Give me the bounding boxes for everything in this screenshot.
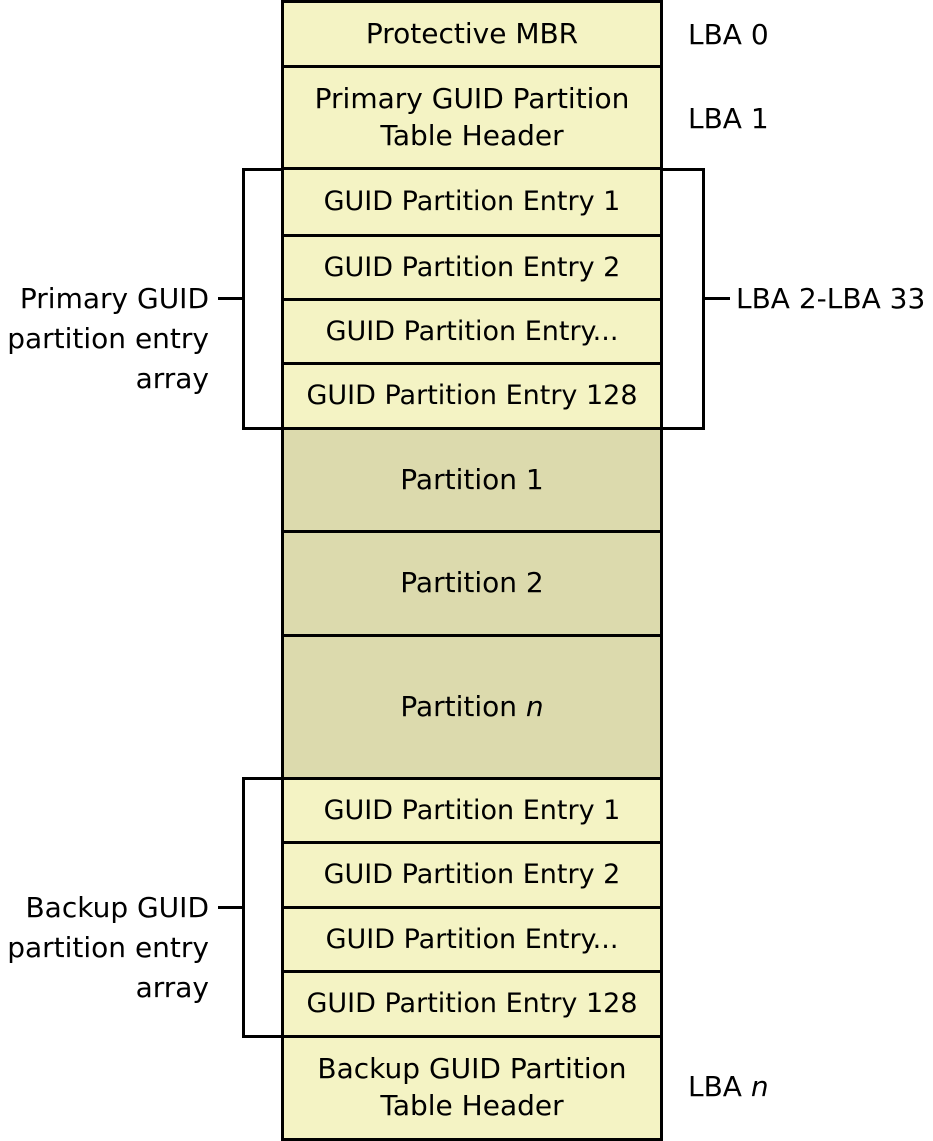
backup-array-left-tick: [218, 906, 243, 909]
primary-entry-1-block: GUID Partition Entry 1: [281, 167, 663, 237]
primary-array-left-bracket: [242, 168, 284, 430]
partition-1-block: Partition 1: [281, 427, 663, 533]
lba-n-prefix: LBA: [688, 1070, 751, 1103]
backup-array-left-bracket: [242, 777, 284, 1038]
lba-n-variable: n: [750, 1070, 769, 1103]
backup-entry-2-block: GUID Partition Entry 2: [281, 841, 663, 909]
lba-0-label: LBA 0: [688, 18, 769, 51]
protective-mbr-block: Protective MBR: [281, 0, 663, 68]
partition-n-block: Partition n: [281, 634, 663, 780]
primary-entry-2-block: GUID Partition Entry 2: [281, 234, 663, 301]
primary-header-block: Primary GUID Partition Table Header: [281, 65, 663, 170]
lba-range-label: LBA 2-LBA 33: [736, 282, 926, 315]
primary-array-label: Primary GUID partition entry array: [7, 282, 209, 395]
backup-array-label: Backup GUID partition entry array: [7, 891, 209, 1004]
backup-entry-1-block: GUID Partition Entry 1: [281, 777, 663, 844]
primary-array-left-tick: [218, 297, 243, 300]
primary-entry-ellipsis-block: GUID Partition Entry...: [281, 298, 663, 365]
backup-entry-128-block: GUID Partition Entry 128: [281, 970, 663, 1038]
lba-n-label: LBA n: [688, 1073, 769, 1101]
partition-n-variable: n: [525, 689, 544, 723]
backup-header-block: Backup GUID Partition Table Header: [281, 1035, 663, 1141]
primary-array-right-bracket: [661, 168, 705, 430]
partition-n-prefix: Partition: [400, 689, 526, 723]
backup-entry-ellipsis-block: GUID Partition Entry...: [281, 906, 663, 973]
primary-entry-128-block: GUID Partition Entry 128: [281, 362, 663, 430]
primary-array-right-tick: [703, 297, 730, 300]
partition-2-block: Partition 2: [281, 530, 663, 637]
lba-1-label: LBA 1: [688, 102, 769, 135]
